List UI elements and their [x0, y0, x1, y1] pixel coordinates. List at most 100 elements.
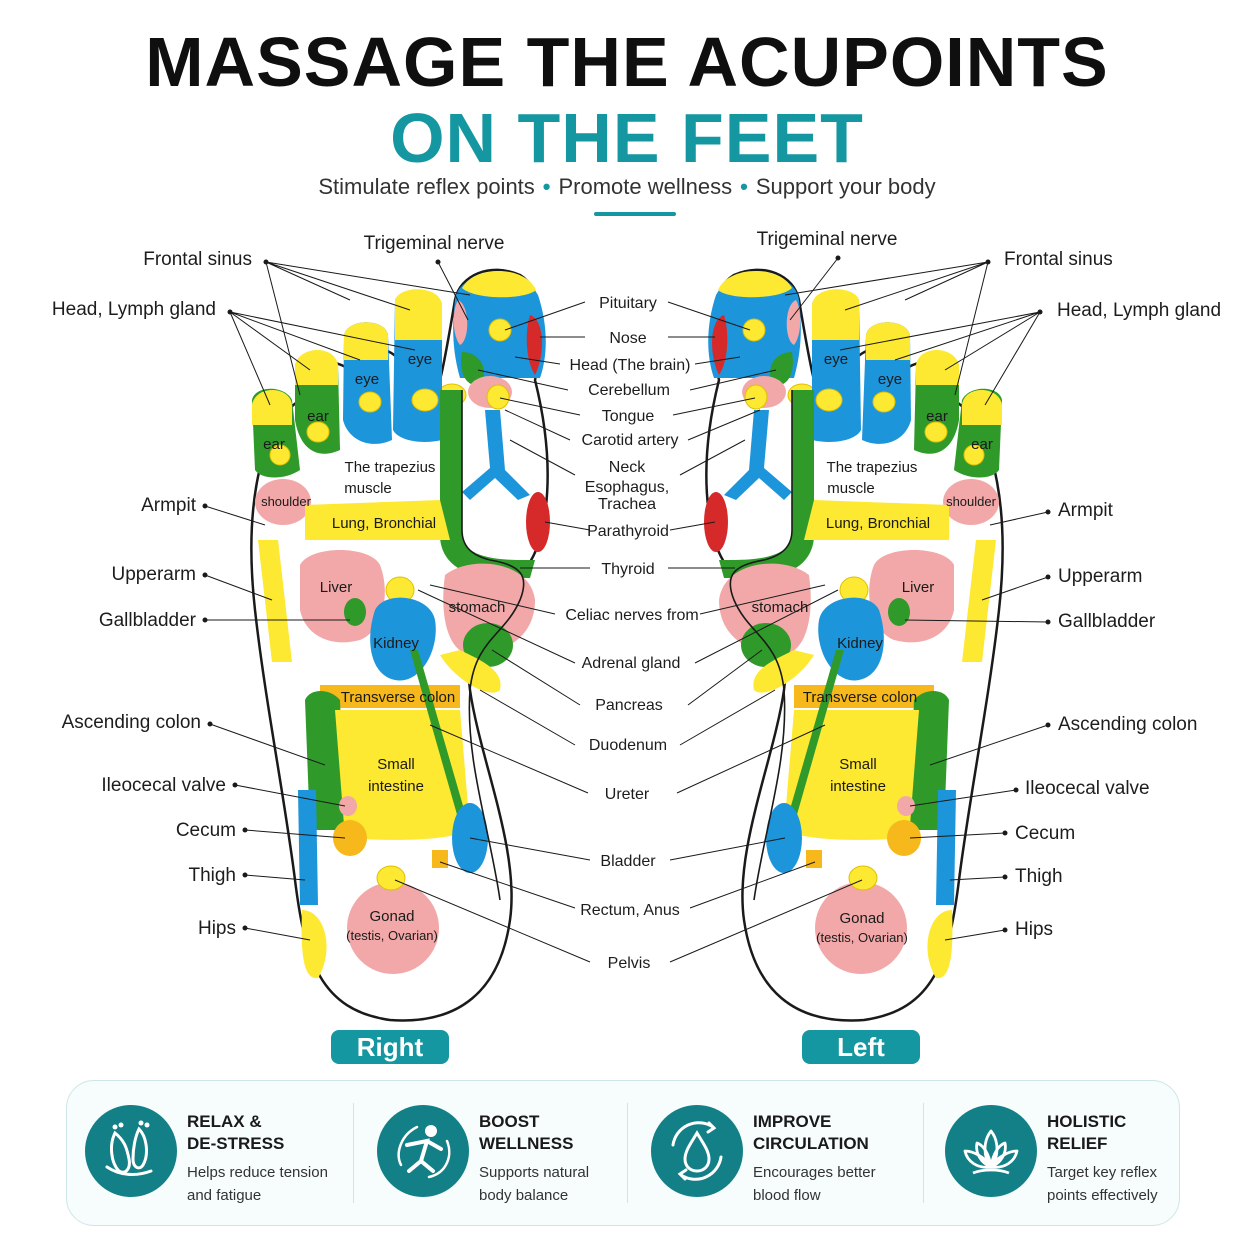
- label-armpit-right: Armpit: [141, 495, 197, 516]
- label-ascending-colon-left: Ascending colon: [1058, 714, 1197, 735]
- label-parathyroid: Parathyroid: [587, 523, 669, 540]
- label-rectum: Rectum, Anus: [580, 902, 680, 919]
- foot-label-liver: Liver: [320, 579, 353, 596]
- label-head-lymph-left: Head, Lymph gland: [1057, 300, 1221, 321]
- feature-relax-title: RELAX &DE-STRESS: [187, 1112, 285, 1153]
- label-neck: Neck: [609, 459, 646, 476]
- bullet-dot: •: [542, 174, 551, 199]
- label-bladder: Bladder: [600, 853, 656, 870]
- badge-left: Left: [802, 1030, 920, 1064]
- foot-label-ear: ear: [307, 408, 329, 425]
- foot-label-gonad-1: Gonad: [839, 910, 884, 927]
- label-head-lymph-right: Head, Lymph gland: [52, 299, 216, 320]
- foot-label-small-2: intestine: [368, 778, 424, 795]
- foot-label-trapezius-1: The trapezius: [827, 459, 918, 476]
- label-cecum-left: Cecum: [1015, 823, 1075, 844]
- foot-label-eye: eye: [355, 371, 379, 388]
- label-frontal-sinus-left: Frontal sinus: [1004, 249, 1113, 270]
- label-adrenal: Adrenal gland: [582, 655, 681, 672]
- label-pituitary: Pituitary: [599, 295, 657, 312]
- title-line-2: ON THE FEET: [390, 99, 864, 177]
- foot-label-ear: ear: [926, 408, 948, 425]
- foot-label-transverse-colon: Transverse colon: [803, 689, 918, 706]
- label-duodenum: Duodenum: [589, 737, 667, 754]
- foot-label-ear: ear: [971, 436, 993, 453]
- label-trachea: Trachea: [598, 496, 656, 513]
- foot-label-trapezius-1: The trapezius: [345, 459, 436, 476]
- foot-label-shoulder: shoulder: [946, 494, 997, 509]
- label-ileocecal-left: Ileocecal valve: [1025, 778, 1150, 799]
- foot-label-lung: Lung, Bronchial: [826, 515, 930, 532]
- foot-label-eye: eye: [824, 351, 848, 368]
- water-drop-cycle-icon: [651, 1105, 743, 1197]
- label-head-brain: Head (The brain): [570, 357, 691, 374]
- label-upperarm-right: Upperarm: [112, 564, 196, 585]
- lotus-icon: [945, 1105, 1037, 1197]
- foot-label-small-2: intestine: [830, 778, 886, 795]
- label-thyroid: Thyroid: [601, 561, 654, 578]
- label-trigeminal-left: Trigeminal nerve: [757, 229, 898, 250]
- label-hips-left: Hips: [1015, 919, 1053, 940]
- label-thigh-left: Thigh: [1015, 866, 1063, 887]
- label-tongue: Tongue: [602, 408, 655, 425]
- foot-label-small-1: Small: [839, 756, 877, 773]
- label-upperarm-left: Upperarm: [1058, 566, 1142, 587]
- label-gallbladder-right: Gallbladder: [99, 610, 197, 631]
- feet-relax-icon: [85, 1105, 177, 1197]
- label-ureter: Ureter: [605, 786, 650, 803]
- label-frontal-sinus-right: Frontal sinus: [143, 249, 252, 270]
- label-cecum-right: Cecum: [176, 820, 236, 841]
- label-pancreas: Pancreas: [595, 697, 663, 714]
- label-esophagus: Esophagus,: [585, 479, 670, 496]
- foot-label-transverse-colon: Transverse colon: [341, 689, 456, 706]
- leader-lines: [204, 257, 1049, 963]
- label-dots: [202, 255, 1051, 933]
- foot-label-small-1: Small: [377, 756, 415, 773]
- label-cerebellum: Cerebellum: [588, 382, 670, 399]
- foot-label-trapezius-2: muscle: [344, 480, 392, 497]
- foot-reflexology-diagram: Frontal sinus Head, Lymph gland Armpit U…: [52, 229, 1221, 1022]
- label-trigeminal-right: Trigeminal nerve: [364, 233, 505, 254]
- foot-label-stomach: stomach: [449, 599, 506, 616]
- divider: [627, 1103, 628, 1203]
- foot-label-stomach: stomach: [752, 599, 809, 616]
- badge-right: Right: [331, 1030, 449, 1064]
- label-pelvis: Pelvis: [608, 955, 651, 972]
- foot-label-lung: Lung, Bronchial: [332, 515, 436, 532]
- title-line-1: MASSAGE THE ACUPOINTS: [145, 23, 1109, 101]
- label-carotid: Carotid artery: [582, 432, 679, 449]
- subtitle-part-2: Promote wellness: [558, 174, 733, 199]
- foot-label-kidney: Kidney: [837, 635, 883, 652]
- foot-label-trapezius-2: muscle: [827, 480, 875, 497]
- foot-label-eye: eye: [408, 351, 432, 368]
- foot-label-kidney: Kidney: [373, 635, 419, 652]
- foot-label-gonad-1: Gonad: [369, 908, 414, 925]
- subtitle: Stimulate reflex points • Promote wellness…: [0, 172, 1254, 202]
- foot-label-gonad-2: (testis, Ovarian): [816, 930, 908, 945]
- label-gallbladder-left: Gallbladder: [1058, 611, 1156, 632]
- label-celiac: Celiac nerves from: [565, 607, 698, 624]
- divider: [923, 1103, 924, 1203]
- wellness-figure-icon: [377, 1105, 469, 1197]
- bullet-dot: •: [740, 174, 748, 199]
- subtitle-part-1: Stimulate reflex points: [318, 174, 535, 199]
- label-ascending-colon-right: Ascending colon: [62, 712, 201, 733]
- label-thigh-right: Thigh: [188, 865, 236, 886]
- label-hips-right: Hips: [198, 918, 236, 939]
- title-underline: [594, 212, 676, 216]
- foot-label-shoulder: shoulder: [261, 494, 312, 509]
- divider: [353, 1103, 354, 1203]
- foot-label-ear: ear: [263, 436, 285, 453]
- foot-label-liver: Liver: [902, 579, 935, 596]
